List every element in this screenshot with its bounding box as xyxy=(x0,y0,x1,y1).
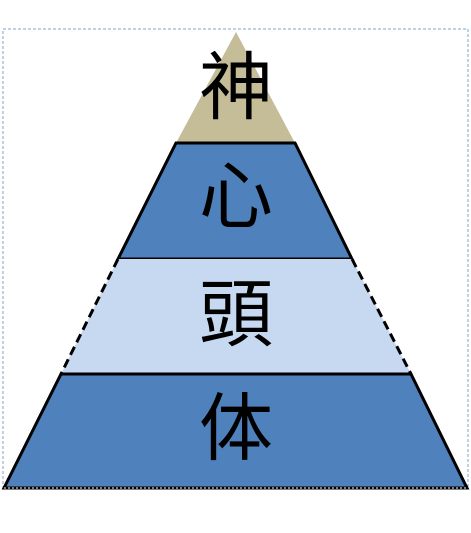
level-2-label: 心 xyxy=(199,154,273,240)
pyramid-level-3 xyxy=(61,259,411,374)
pyramid-level-3-right-edge xyxy=(350,258,413,375)
pyramid-level-1 xyxy=(176,32,295,143)
level-3-label: 頭 xyxy=(199,272,273,358)
level-1-label: 神 xyxy=(199,45,273,131)
pyramid-level-3-left-edge xyxy=(59,258,120,375)
pyramid-level-4 xyxy=(1,372,470,490)
level-4-label: 体 xyxy=(199,386,273,472)
